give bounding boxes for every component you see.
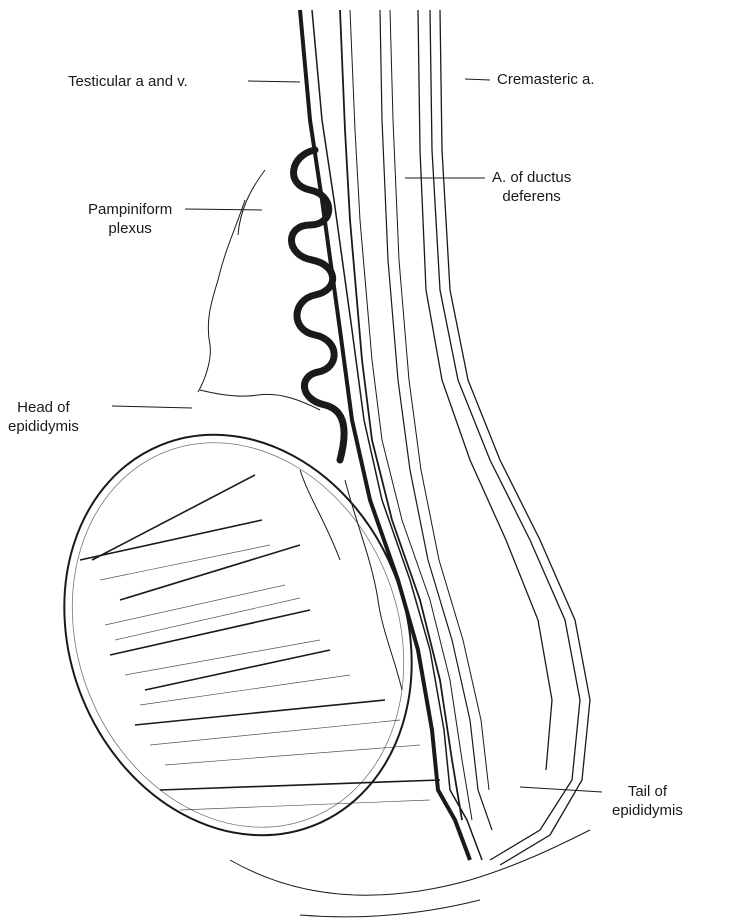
testis-inner-outline [16,392,460,877]
label-head: Head of epididymis [8,398,79,436]
label-ductus-line1: A. of ductus [492,168,571,187]
leader-testicular [248,81,300,82]
label-testicular: Testicular a and v. [68,72,188,91]
cremasteric-layers [418,10,590,865]
label-pampiniform-line1: Pampiniform [88,200,172,219]
label-cremasteric: Cremasteric a. [497,70,595,89]
label-ductus: A. of ductus deferens [492,168,571,206]
label-pampiniform: Pampiniform plexus [88,200,172,238]
label-tail: Tail of epididymis [612,782,683,820]
label-cremasteric-text: Cremasteric a. [497,71,595,88]
leader-tail [520,787,602,792]
label-testicular-text: Testicular a and v. [68,73,188,90]
testis-septa [80,475,440,790]
label-ductus-line2: deferens [492,187,571,206]
testis-outline [5,382,470,888]
leader-cremasteric [465,79,490,80]
label-head-line2: epididymis [8,417,79,436]
label-head-line1: Head of [8,398,79,417]
leader-pampiniform [185,209,262,210]
label-tail-line2: epididymis [612,801,683,820]
leader-head [112,406,192,408]
label-pampiniform-line2: plexus [88,219,172,238]
label-tail-line1: Tail of [612,782,683,801]
cord-vessels [300,10,492,860]
